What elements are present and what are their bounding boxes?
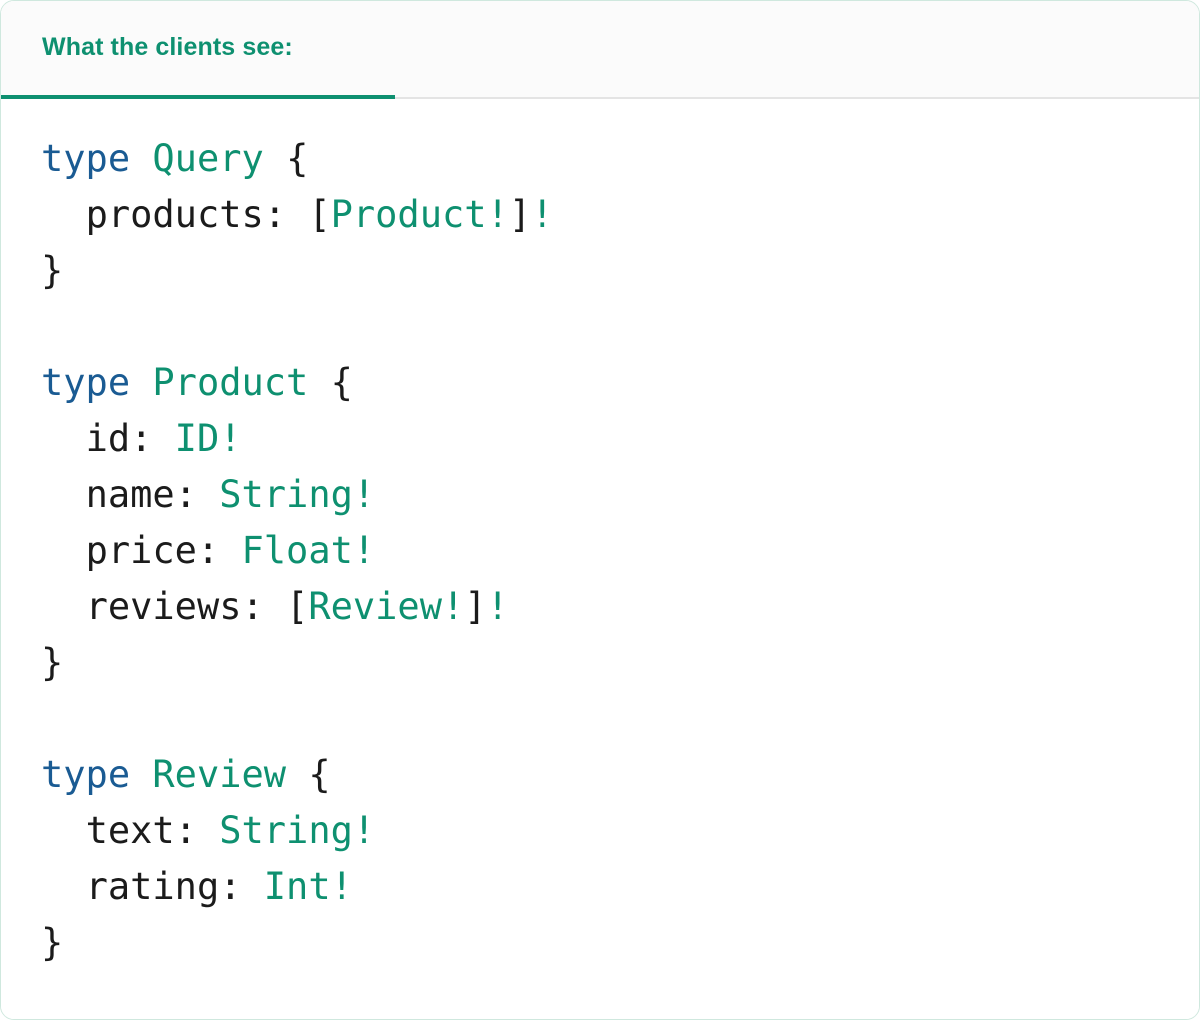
token-field: id: xyxy=(85,417,175,460)
code-line: rating: Int! xyxy=(41,859,1199,915)
graphql-schema-code: type Query { products: [Product!]!} type… xyxy=(1,131,1199,971)
token-indent xyxy=(41,193,86,236)
token-indent xyxy=(41,585,86,628)
tab-what-the-clients-see[interactable]: What the clients see: xyxy=(1,1,395,99)
code-line-blank xyxy=(41,691,1199,747)
token-bracket-close: ] xyxy=(508,193,532,236)
token-indent xyxy=(41,865,86,908)
code-line: } xyxy=(41,243,1199,299)
token-type-name: ID! xyxy=(174,417,242,460)
token-keyword: type xyxy=(41,137,131,180)
token-brace-open: { xyxy=(286,137,309,180)
tab-label: What the clients see: xyxy=(42,33,293,61)
token-brace-open: { xyxy=(308,753,331,796)
token-field: price: xyxy=(85,529,242,572)
token-keyword: type xyxy=(41,753,131,796)
code-line: price: Float! xyxy=(41,523,1199,579)
token-type-name: Review! xyxy=(308,585,465,628)
token-field: products: xyxy=(85,193,309,236)
token-type-name: Product xyxy=(152,361,309,404)
code-line: } xyxy=(41,635,1199,691)
token-indent xyxy=(41,809,86,852)
token-space xyxy=(286,753,308,796)
code-line: reviews: [Review!]! xyxy=(41,579,1199,635)
code-viewer[interactable]: type Query { products: [Product!]!} type… xyxy=(1,99,1199,1019)
code-line: id: ID! xyxy=(41,411,1199,467)
token-non-null-bang: ! xyxy=(486,585,509,628)
token-bracket-open: [ xyxy=(286,585,309,628)
token-bracket-open: [ xyxy=(308,193,331,236)
token-space xyxy=(264,137,286,180)
token-indent xyxy=(41,473,86,516)
token-space xyxy=(130,137,152,180)
code-line: type Query { xyxy=(41,131,1199,187)
code-line-blank xyxy=(41,299,1199,355)
token-non-null-bang: ! xyxy=(531,193,554,236)
token-type-name: Product! xyxy=(330,193,509,236)
token-type-name: Float! xyxy=(241,529,376,572)
tab-bar: What the clients see: xyxy=(1,1,1199,99)
token-keyword: type xyxy=(41,361,131,404)
token-field: rating: xyxy=(85,865,264,908)
code-line: type Review { xyxy=(41,747,1199,803)
token-indent xyxy=(41,417,86,460)
code-line: } xyxy=(41,915,1199,971)
token-space xyxy=(130,361,152,404)
token-space xyxy=(308,361,330,404)
code-line: products: [Product!]! xyxy=(41,187,1199,243)
token-bracket-close: ] xyxy=(464,585,487,628)
token-field: text: xyxy=(85,809,220,852)
token-brace-close: } xyxy=(41,641,64,684)
code-line: text: String! xyxy=(41,803,1199,859)
code-line: type Product { xyxy=(41,355,1199,411)
token-field: name: xyxy=(85,473,220,516)
token-brace-close: } xyxy=(41,921,64,964)
token-type-name: String! xyxy=(219,809,376,852)
token-type-name: Query xyxy=(152,137,264,180)
token-brace-close: } xyxy=(41,249,64,292)
token-space xyxy=(130,753,152,796)
token-type-name: Review xyxy=(152,753,287,796)
token-brace-open: { xyxy=(330,361,353,404)
token-type-name: String! xyxy=(219,473,376,516)
token-field: reviews: xyxy=(85,585,287,628)
token-type-name: Int! xyxy=(263,865,353,908)
code-line: name: String! xyxy=(41,467,1199,523)
token-indent xyxy=(41,529,86,572)
